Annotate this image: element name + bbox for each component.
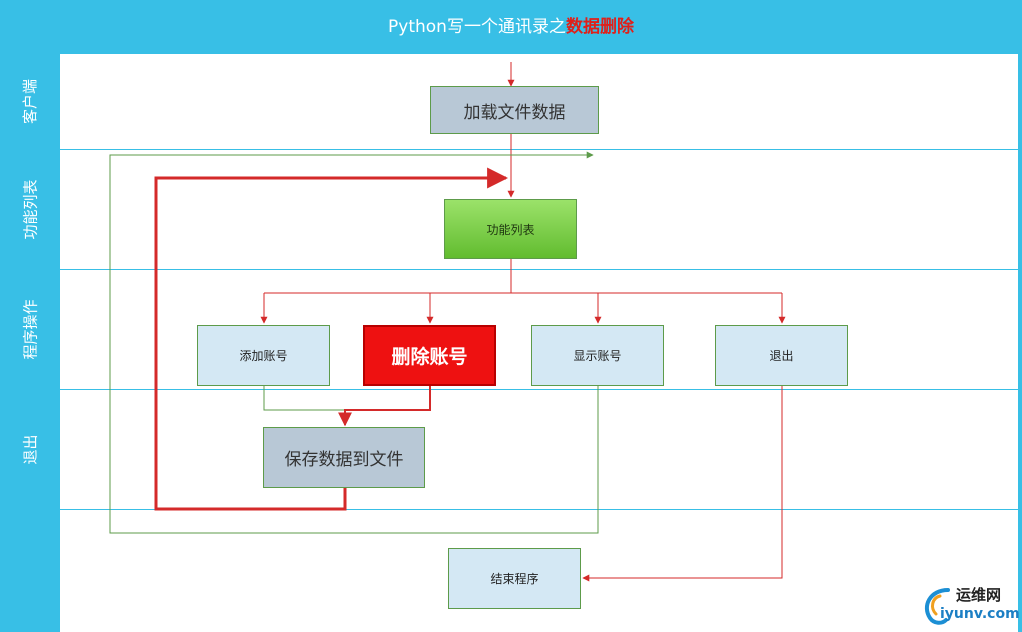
flow-exit-to-end (582, 386, 783, 582)
lane-divider (60, 509, 1018, 510)
node-delete-account: 删除账号 (363, 325, 496, 386)
node-function-list: 功能列表 (444, 199, 577, 259)
watermark-url: iyunv.com (940, 606, 1020, 622)
node-add-account: 添加账号 (197, 325, 330, 386)
node-save-data-to-file: 保存数据到文件 (263, 427, 425, 488)
title-prefix: Python写一个通讯录之 (388, 17, 566, 37)
node-load-file-data: 加载文件数据 (430, 86, 599, 134)
title-bar (0, 0, 1022, 54)
flow-delete-to-save (338, 386, 431, 427)
flow-add-to-save (263, 386, 345, 411)
diagram-title: Python写一个通讯录之数据删除 (0, 0, 1022, 54)
node-exit: 退出 (715, 325, 848, 386)
watermark-name: 运维网 (956, 586, 1002, 604)
swimlane-header-column (0, 54, 60, 632)
lane-divider (60, 149, 1018, 150)
title-highlight: 数据删除 (565, 17, 634, 37)
lane-divider (60, 389, 1018, 390)
lane-divider (60, 269, 1018, 270)
flow-branch-trunk (264, 259, 782, 294)
node-show-account: 显示账号 (531, 325, 664, 386)
node-end-program: 结束程序 (448, 548, 581, 609)
flow-show-loop-back (109, 151, 599, 534)
flow-save-loop-back (154, 167, 509, 511)
watermark-logo: 运维网 iyunv.com (918, 582, 1020, 628)
right-border (1018, 54, 1022, 632)
watermark-swirl-icon (924, 588, 950, 625)
